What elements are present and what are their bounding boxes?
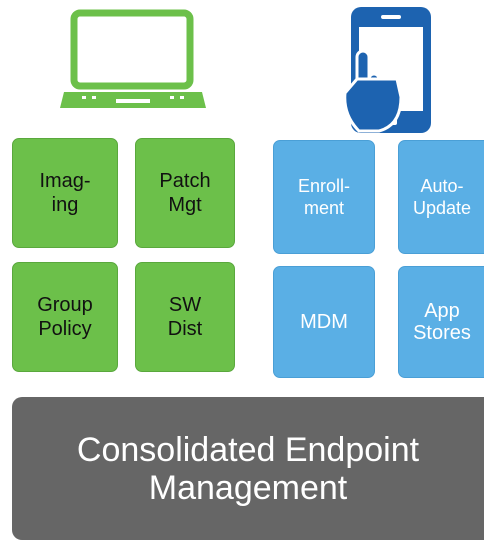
tile-label: MDM bbox=[300, 311, 348, 333]
tile-label: Group bbox=[37, 294, 93, 316]
app-stores-tile: App Stores bbox=[398, 266, 484, 378]
imaging-tile: Imag- ing bbox=[12, 138, 118, 248]
auto-update-tile: Auto- Update bbox=[398, 140, 484, 254]
consolidated-endpoint-banner: Consolidated Endpoint Management bbox=[12, 397, 484, 540]
tile-label: ment bbox=[303, 198, 345, 218]
tile-label: Policy bbox=[38, 318, 92, 340]
tile-label: Update bbox=[412, 198, 472, 218]
banner-title-line1: Consolidated Endpoint bbox=[76, 430, 420, 469]
tile-label: SW bbox=[168, 294, 202, 316]
banner-title-line2: Management bbox=[148, 468, 348, 507]
enrollment-tile: Enroll- ment bbox=[273, 140, 375, 254]
sw-dist-tile: SW Dist bbox=[135, 262, 235, 372]
patch-mgt-tile: Patch Mgt bbox=[135, 138, 235, 248]
mdm-tile: MDM bbox=[273, 266, 375, 378]
group-policy-tile: Group Policy bbox=[12, 262, 118, 372]
laptop-icon bbox=[60, 9, 206, 108]
tile-label: ing bbox=[51, 194, 79, 216]
tile-label: Mgt bbox=[168, 194, 202, 216]
tile-label: Stores bbox=[413, 322, 471, 344]
tile-label: Patch bbox=[159, 170, 211, 192]
smartphone-touch-icon bbox=[343, 7, 431, 133]
tile-label: Imag- bbox=[39, 170, 91, 192]
tile-label: Enroll- bbox=[297, 176, 350, 196]
tile-label: Dist bbox=[167, 318, 203, 340]
tile-label: App bbox=[424, 300, 460, 322]
tile-label: Auto- bbox=[420, 176, 464, 196]
